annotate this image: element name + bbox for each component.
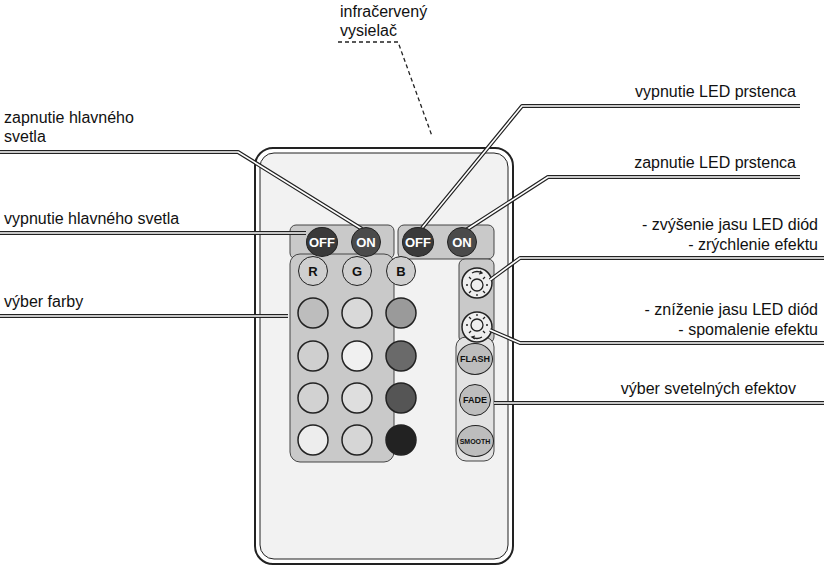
led-ring-panel <box>398 225 494 259</box>
callout-label: zapnutie LED prstenca <box>634 153 796 172</box>
callout-label: - zrýchlenie efektu <box>688 235 818 254</box>
brightness-panel <box>459 259 494 343</box>
callout-label: - zníženie jasu LED diód <box>645 300 818 319</box>
button-label: SMOOTH <box>460 438 491 445</box>
brightness-down-button <box>462 312 492 342</box>
button-label: FADE <box>463 395 487 405</box>
remote-button: OFF <box>402 227 434 257</box>
callout-label: - spomalenie efektu <box>678 320 818 339</box>
callout-label: - zvýšenie jasu LED diód <box>642 215 818 234</box>
button-label: ON <box>452 235 472 250</box>
callout-label: vypnutie hlavného svetla <box>4 209 179 228</box>
button-label: G <box>352 264 362 279</box>
button-label: B <box>396 264 405 279</box>
remote-button: OFF <box>306 227 338 257</box>
button-label: R <box>308 264 317 279</box>
ir-leader <box>338 42 432 136</box>
callout-label: výber svetelných efektov <box>621 379 796 398</box>
brightness-up-button <box>462 268 492 298</box>
callout-label: zapnutie hlavného svetla <box>4 108 174 146</box>
callout-label: infračervený vysielač <box>340 2 450 40</box>
color-buttons <box>298 298 416 455</box>
color-panel <box>290 254 394 462</box>
remote-button: ON <box>351 227 381 257</box>
callout-label: vypnutie LED prstenca <box>635 82 796 101</box>
callout-label: výber farby <box>4 292 83 311</box>
remote-button: FADE <box>459 384 491 416</box>
leader-lines <box>0 42 824 403</box>
button-label: OFF <box>405 235 431 250</box>
remote-button: ON <box>447 227 477 257</box>
button-label: OFF <box>309 235 335 250</box>
button-label: ON <box>356 235 376 250</box>
remote-face <box>260 153 508 559</box>
remote-button: SMOOTH <box>457 425 494 457</box>
remote-body <box>255 148 513 564</box>
remote-button: B <box>386 256 416 286</box>
remote-button: R <box>298 256 328 286</box>
remote-button: G <box>342 256 372 286</box>
remote-button: FLASH <box>457 343 493 375</box>
button-label: FLASH <box>460 354 490 364</box>
effects-panel <box>456 337 494 461</box>
